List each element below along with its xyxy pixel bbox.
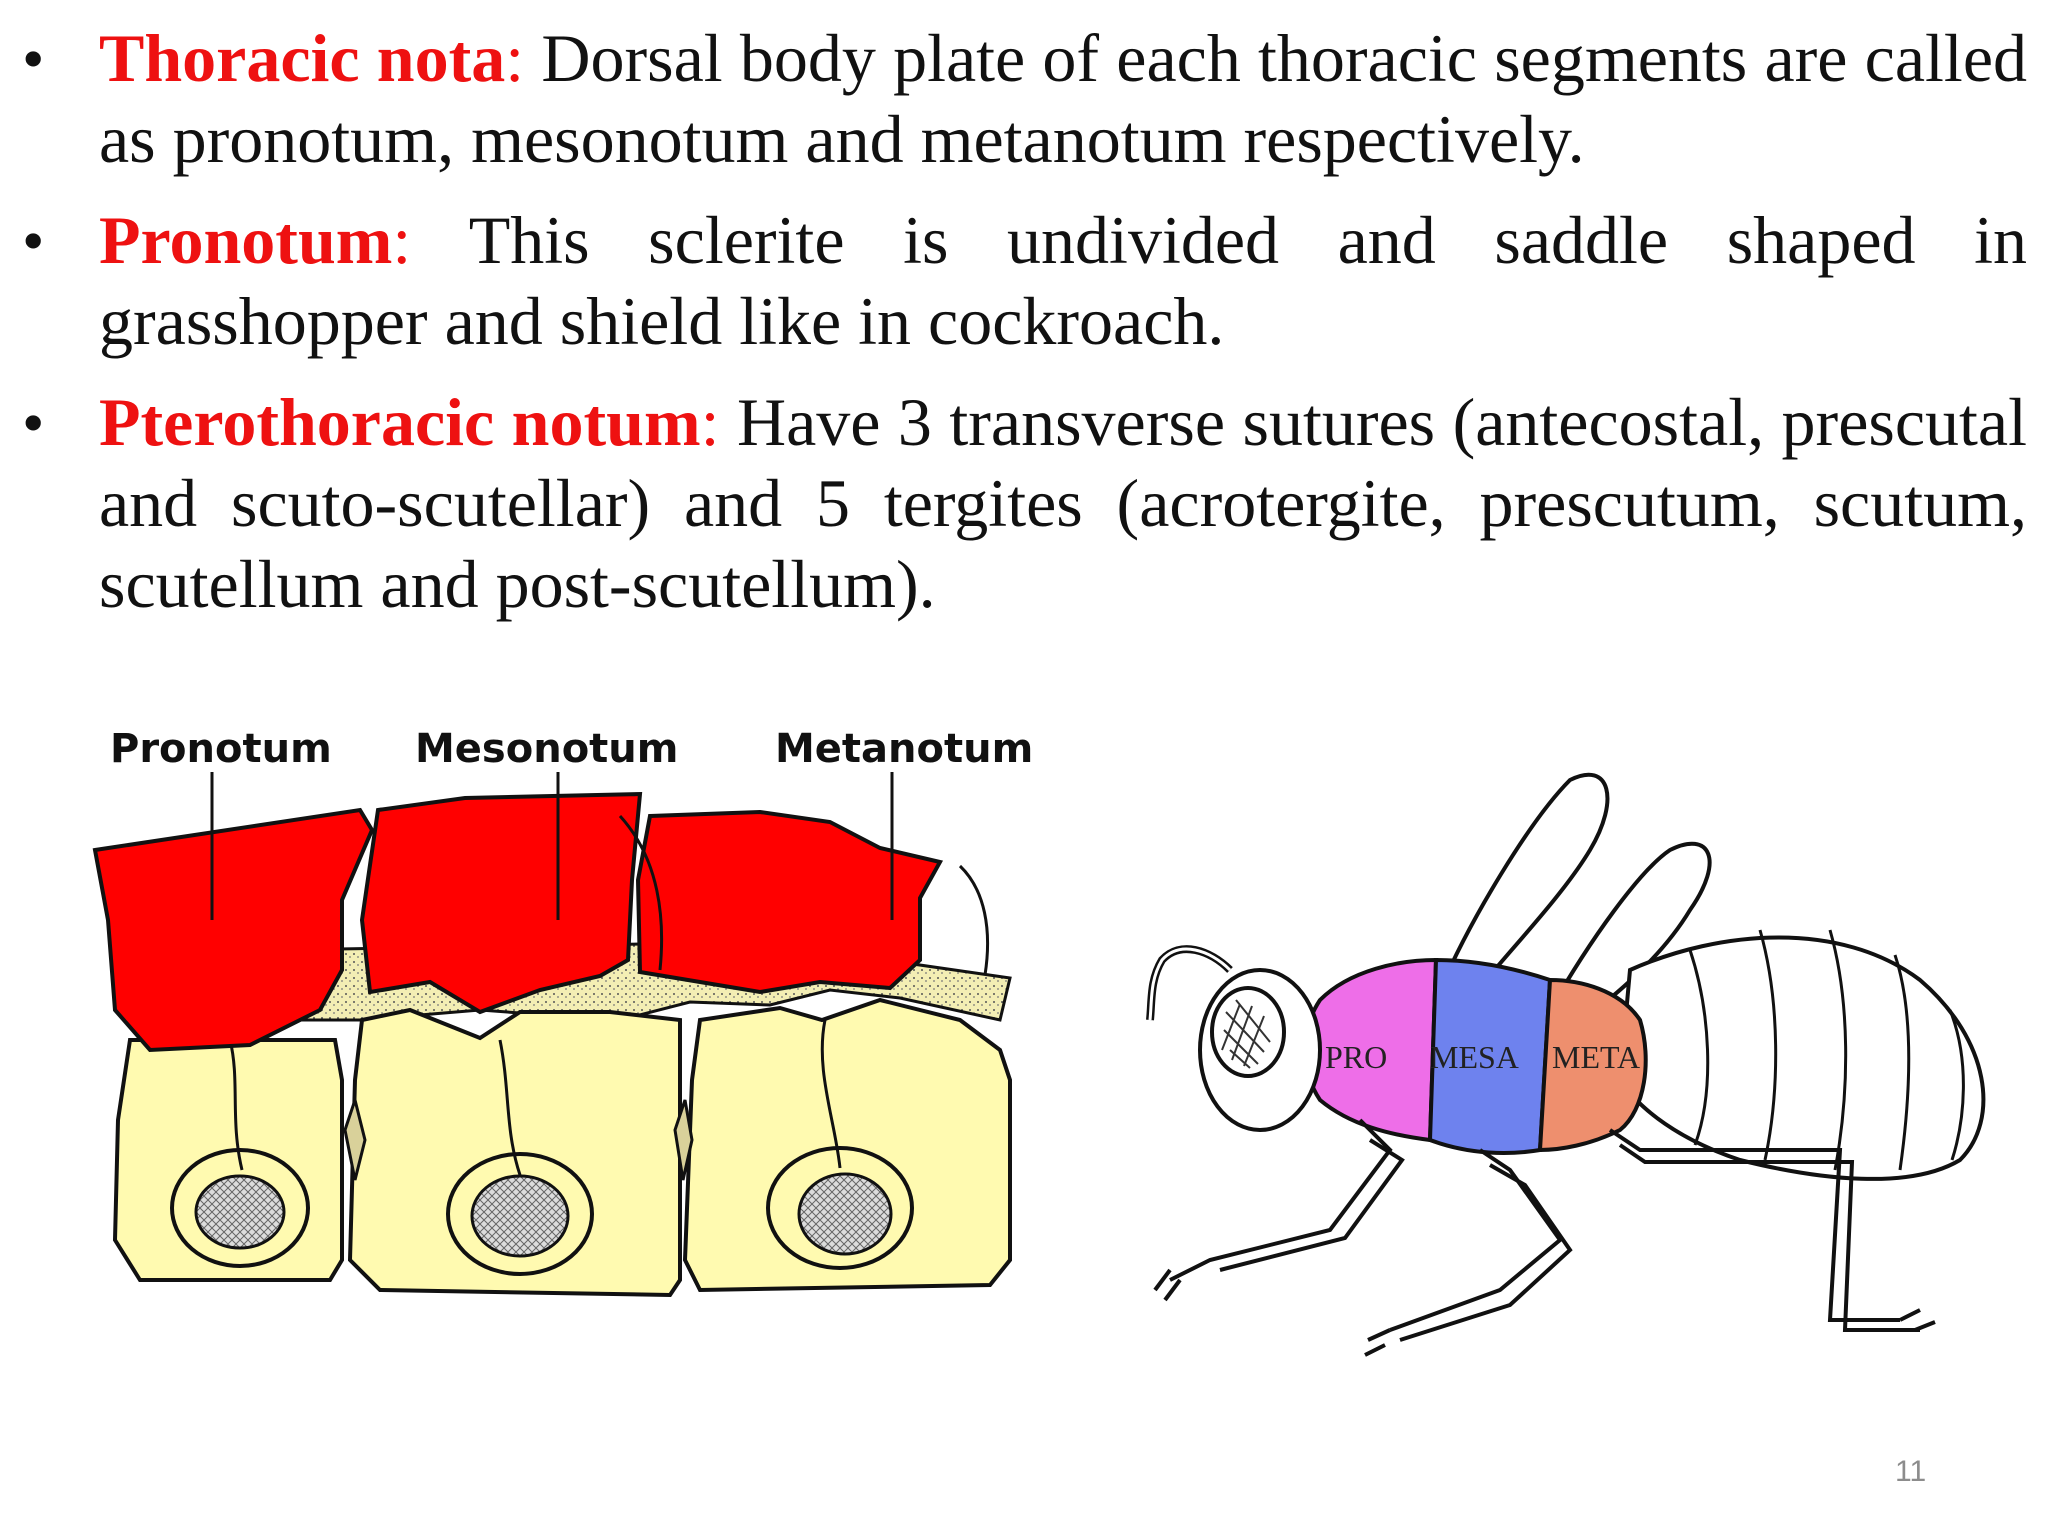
foreleg bbox=[1153, 1118, 1405, 1302]
bullet-list: • Thoracic nota: Dorsal body plate of eac… bbox=[22, 18, 2027, 645]
label-mesonotum: Mesonotum bbox=[415, 726, 678, 772]
bullet-dot: • bbox=[22, 387, 45, 458]
spiracle-2 bbox=[446, 1152, 594, 1276]
midleg bbox=[1364, 1148, 1573, 1357]
bullet-dot: • bbox=[22, 205, 45, 276]
thoracic-segments-diagram: Pronotum Mesonotum Metanotum bbox=[92, 726, 1033, 1298]
insect-thorax-diagram: PRO MESA META bbox=[1146, 772, 1986, 1357]
spiracle-3 bbox=[766, 1146, 914, 1270]
bullet-pronotum: • Pronotum: This sclerite is undivided an… bbox=[22, 200, 2027, 362]
bullet-pterothoracic-notum: • Pterothoracic notum: Have 3 transverse … bbox=[22, 382, 2027, 625]
bullet-dot: • bbox=[22, 23, 45, 94]
bullet-thoracic-nota: • Thoracic nota: Dorsal body plate of eac… bbox=[22, 18, 2027, 180]
bullet-term: Thoracic nota bbox=[99, 20, 506, 96]
bullet-text: Dorsal body plate of each thoracic segme… bbox=[99, 20, 2028, 177]
label-metanotum: Metanotum bbox=[775, 726, 1033, 772]
pronotum-plate bbox=[92, 807, 375, 1053]
bullet-colon: : bbox=[392, 202, 412, 278]
metanotum-plate bbox=[635, 809, 944, 995]
bullet-term: Pronotum bbox=[99, 202, 393, 278]
bullet-text: This sclerite is undivided and saddle sh… bbox=[99, 202, 2027, 359]
compound-eye bbox=[1210, 986, 1286, 1078]
forewing bbox=[1437, 772, 1610, 1003]
bullet-term: Pterothoracic notum bbox=[99, 384, 701, 460]
spiracle-1 bbox=[170, 1148, 310, 1268]
hindleg bbox=[1608, 1128, 1936, 1332]
label-meta: META bbox=[1552, 1039, 1640, 1075]
bullet-colon: : bbox=[700, 384, 720, 460]
page-number: 11 bbox=[1895, 1455, 1927, 1488]
label-mesa: MESA bbox=[1430, 1039, 1519, 1075]
bullet-text: Have 3 transverse sutures (antecostal, p… bbox=[99, 384, 2027, 622]
metathorax bbox=[1537, 977, 1648, 1153]
mesonotum-plate bbox=[359, 791, 643, 1015]
hindwing bbox=[1547, 841, 1712, 1033]
bullet-colon: : bbox=[505, 20, 525, 96]
abdomen bbox=[1617, 935, 1986, 1181]
pleuron-3 bbox=[682, 997, 1012, 1293]
label-pronotum: Pronotum bbox=[110, 726, 332, 772]
label-pro: PRO bbox=[1325, 1039, 1387, 1075]
